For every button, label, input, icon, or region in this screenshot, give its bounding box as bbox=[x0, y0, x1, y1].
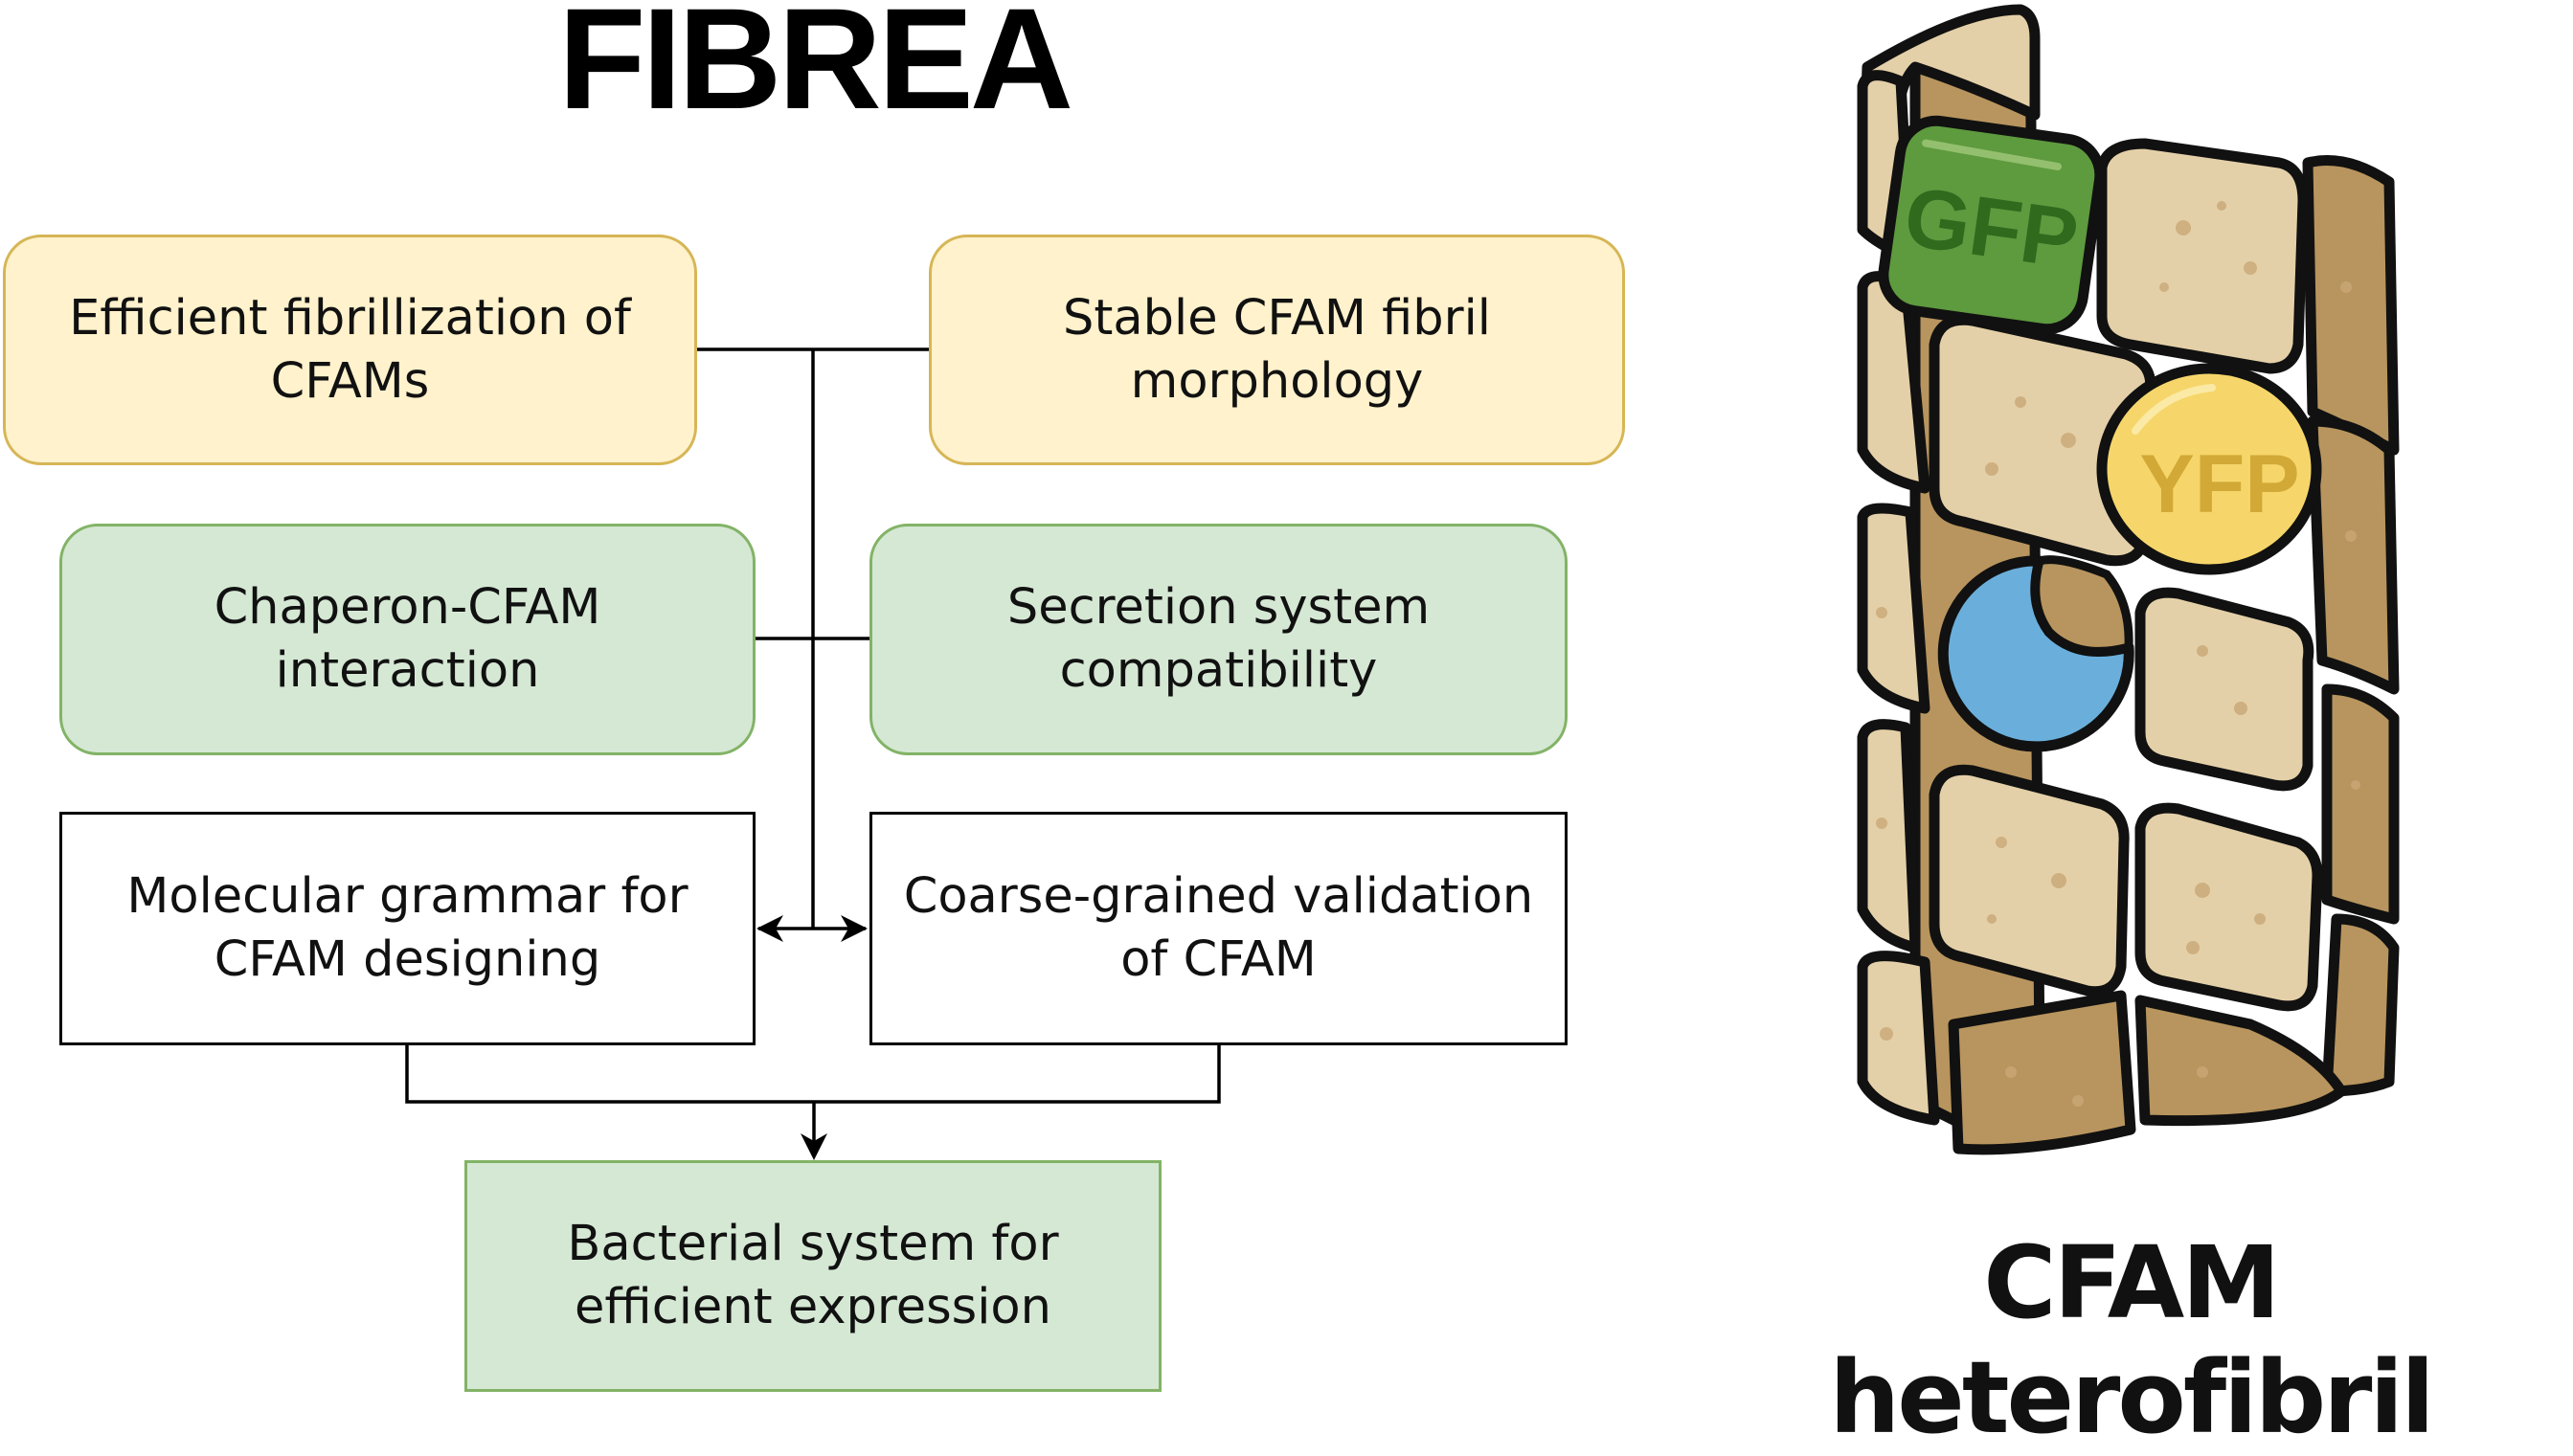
box-text-line: CFAMs bbox=[270, 352, 430, 410]
fibril-block bbox=[2134, 802, 2323, 1012]
fibril-bottom-block bbox=[1948, 990, 2136, 1155]
box-text-line: of CFAM bbox=[1120, 931, 1317, 988]
box-coarse-grained-validation: Coarse-grained validation of CFAM bbox=[869, 812, 1568, 1045]
box-text-line: Bacterial system for bbox=[567, 1216, 1059, 1272]
box-text-line: interaction bbox=[275, 642, 540, 699]
fibril-side-block bbox=[2302, 155, 2400, 456]
box-text-line: Stable CFAM fibril bbox=[1063, 289, 1491, 347]
box-text-line: Efficient fibrillization of bbox=[69, 289, 631, 347]
fibril-side-block bbox=[2307, 415, 2400, 695]
fibril-block bbox=[2096, 138, 2309, 374]
fibril-block bbox=[1857, 951, 1940, 1126]
fibril-speckles bbox=[1876, 201, 2360, 1107]
box-text-line: morphology bbox=[1130, 352, 1424, 410]
fibril-block bbox=[1857, 503, 1930, 714]
box-text-line: CFAM designing bbox=[214, 931, 601, 988]
blue-crescent-protein bbox=[1937, 555, 2134, 752]
fibril-side-block bbox=[2321, 683, 2400, 925]
box-text-line: Molecular grammar for bbox=[126, 868, 688, 925]
yfp-label: YFP bbox=[2139, 438, 2299, 530]
box-text-line: compatibility bbox=[1059, 642, 1378, 699]
arrowhead-right bbox=[841, 915, 868, 942]
fibril-block bbox=[1929, 764, 2130, 997]
diagram-title: FIBREA bbox=[557, 0, 1073, 139]
fibril-block bbox=[1857, 271, 1930, 494]
fibril-block bbox=[2134, 587, 2314, 792]
box-bacterial-expression: Bacterial system for efficient expression bbox=[464, 1160, 1162, 1392]
fibril-side-block bbox=[2321, 913, 2400, 1097]
box-chaperon-interaction: Chaperon-CFAM interaction bbox=[59, 524, 756, 755]
fibril-illustration: GFP YFP bbox=[1857, 4, 2400, 1155]
box-text-line: Secretion system bbox=[1006, 579, 1431, 636]
box-text-line: efficient expression bbox=[575, 1279, 1051, 1335]
fibril-block bbox=[1857, 719, 1921, 953]
connector-bottom bbox=[405, 1045, 1221, 1104]
arrowhead-down bbox=[801, 1133, 827, 1160]
connector-lines bbox=[405, 347, 1221, 1160]
illustration-caption: CFAM heterofibril bbox=[1829, 1224, 2435, 1456]
box-text-line: Chaperon-CFAM bbox=[214, 579, 601, 636]
box-text-line: Coarse-grained validation bbox=[903, 868, 1534, 925]
gfp-block: GFP bbox=[1878, 115, 2106, 335]
yfp-circle: YFP bbox=[2096, 363, 2322, 575]
fibril-bottom-block bbox=[2134, 995, 2347, 1127]
arrowhead-left bbox=[756, 915, 783, 942]
box-secretion-compatibility: Secretion system compatibility bbox=[869, 524, 1568, 755]
